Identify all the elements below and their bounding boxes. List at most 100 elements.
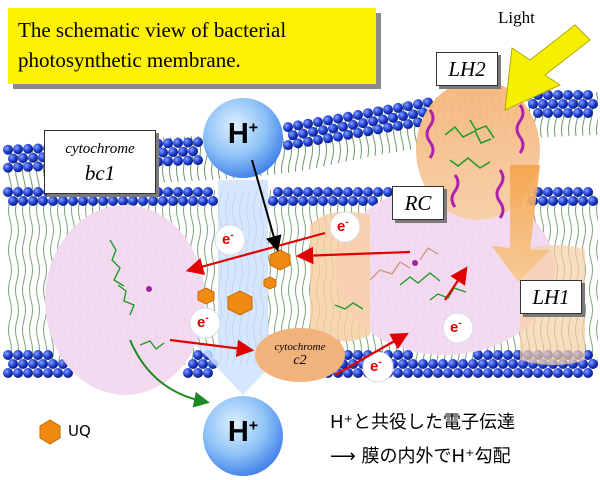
electron-arrow-to-bc1 bbox=[185, 231, 326, 275]
lipid-head bbox=[198, 196, 208, 206]
lipid-head bbox=[28, 359, 38, 369]
proton-uptake-arrow bbox=[251, 159, 282, 252]
lipid-head bbox=[18, 153, 28, 164]
title-box: The schematic view of bacterial photosyn… bbox=[8, 8, 376, 84]
lipid-head bbox=[583, 187, 593, 197]
lipid-head bbox=[573, 90, 583, 100]
lipid-head bbox=[353, 350, 363, 360]
lipid-head bbox=[588, 99, 598, 109]
lipid-head bbox=[323, 187, 333, 197]
lipid-head bbox=[188, 196, 198, 206]
electron-base-3: e bbox=[337, 218, 346, 235]
lipid-head bbox=[358, 196, 368, 206]
lipid-head bbox=[303, 136, 313, 147]
lipid-head bbox=[373, 187, 383, 197]
lipid-head bbox=[33, 368, 43, 378]
lipid-head bbox=[423, 368, 433, 378]
lipid-head bbox=[363, 187, 373, 197]
lipid-head bbox=[558, 99, 568, 109]
lipid-head bbox=[208, 196, 218, 206]
lipid-head bbox=[468, 359, 478, 369]
proton-label-top: H+ bbox=[203, 118, 283, 151]
electron-base-4: e bbox=[370, 358, 379, 375]
lipid-head bbox=[368, 116, 378, 127]
lipid-head bbox=[553, 368, 563, 378]
lipid-head bbox=[283, 187, 293, 197]
lipid-head bbox=[578, 359, 588, 369]
uq-legend-label: UQ bbox=[68, 422, 91, 440]
lipid-head bbox=[168, 196, 178, 206]
lipid-head bbox=[188, 146, 198, 157]
lipid-head bbox=[68, 196, 78, 206]
lipid-head bbox=[128, 196, 138, 206]
lipid-head bbox=[163, 156, 173, 167]
lipid-head bbox=[298, 128, 308, 139]
lipid-head bbox=[8, 153, 18, 164]
lipid-head bbox=[168, 147, 178, 158]
lipid-head bbox=[173, 137, 183, 148]
electron-bubble-3 bbox=[329, 211, 361, 243]
electron-arrow-rc-to-uq bbox=[295, 246, 411, 265]
reaction-center-complex bbox=[335, 185, 555, 355]
lipid-head bbox=[53, 368, 63, 378]
lipid-head bbox=[363, 126, 373, 137]
lipid-head bbox=[283, 122, 293, 133]
lipid-head bbox=[373, 124, 383, 135]
electron-label-3: e- bbox=[337, 217, 349, 235]
lipid-head bbox=[193, 155, 203, 166]
lipid-head bbox=[568, 196, 578, 206]
lipid-head bbox=[323, 133, 333, 144]
proton-label-bottom: H+ bbox=[203, 416, 283, 449]
lipid-head bbox=[23, 368, 33, 378]
lh2-complex bbox=[416, 80, 540, 220]
cytochrome-c2-blob bbox=[255, 328, 345, 382]
lipid-head bbox=[343, 129, 353, 140]
electron-bubble-1 bbox=[214, 224, 246, 256]
lipid-head bbox=[178, 146, 188, 157]
lipid-head bbox=[343, 350, 353, 360]
lipid-head bbox=[3, 350, 13, 360]
lipid-head bbox=[553, 187, 563, 197]
lipid-head bbox=[373, 106, 383, 117]
lipid-head bbox=[3, 368, 13, 378]
lipid-head bbox=[158, 196, 168, 206]
lipid-head bbox=[513, 368, 523, 378]
lipid-head bbox=[548, 99, 558, 109]
lh2-label: LH2 bbox=[436, 52, 498, 86]
lipid-head bbox=[3, 162, 13, 173]
lipid-head bbox=[348, 196, 358, 206]
lipid-head bbox=[313, 117, 323, 127]
proton-base-top: H bbox=[227, 118, 249, 150]
lipid-head bbox=[108, 196, 118, 206]
lipid-head bbox=[393, 120, 403, 131]
lipid-head bbox=[183, 155, 193, 166]
lipid-head bbox=[38, 196, 48, 206]
lipid-head bbox=[493, 350, 503, 360]
lipid-head bbox=[583, 350, 593, 360]
lipid-head bbox=[33, 143, 43, 154]
lipid-head bbox=[193, 137, 203, 148]
lipid-head bbox=[423, 97, 433, 108]
title-line-1: The schematic view of bacterial bbox=[18, 18, 287, 42]
electron-arrow-c2-to-rc bbox=[334, 332, 409, 376]
cytochrome-bc1-label: cytochrome bc1 bbox=[44, 130, 156, 194]
lipid-head bbox=[458, 359, 468, 369]
lipid-head bbox=[78, 196, 88, 206]
lipid-head bbox=[8, 359, 18, 369]
lipid-head bbox=[483, 368, 493, 378]
lipid-head bbox=[333, 131, 343, 142]
lipid-head bbox=[18, 196, 28, 206]
lipid-head bbox=[328, 196, 338, 206]
lipid-head bbox=[203, 187, 213, 197]
electron-sup-5: - bbox=[458, 318, 462, 329]
lipid-head bbox=[398, 359, 408, 369]
electron-label-5: e- bbox=[450, 318, 462, 336]
lipid-head bbox=[303, 187, 313, 197]
lipid-head bbox=[3, 144, 13, 155]
lipid-head bbox=[268, 196, 278, 206]
lipid-head bbox=[353, 187, 363, 197]
lipid-head bbox=[198, 359, 208, 369]
lipid-head bbox=[568, 99, 578, 109]
lipid-head bbox=[583, 108, 593, 118]
